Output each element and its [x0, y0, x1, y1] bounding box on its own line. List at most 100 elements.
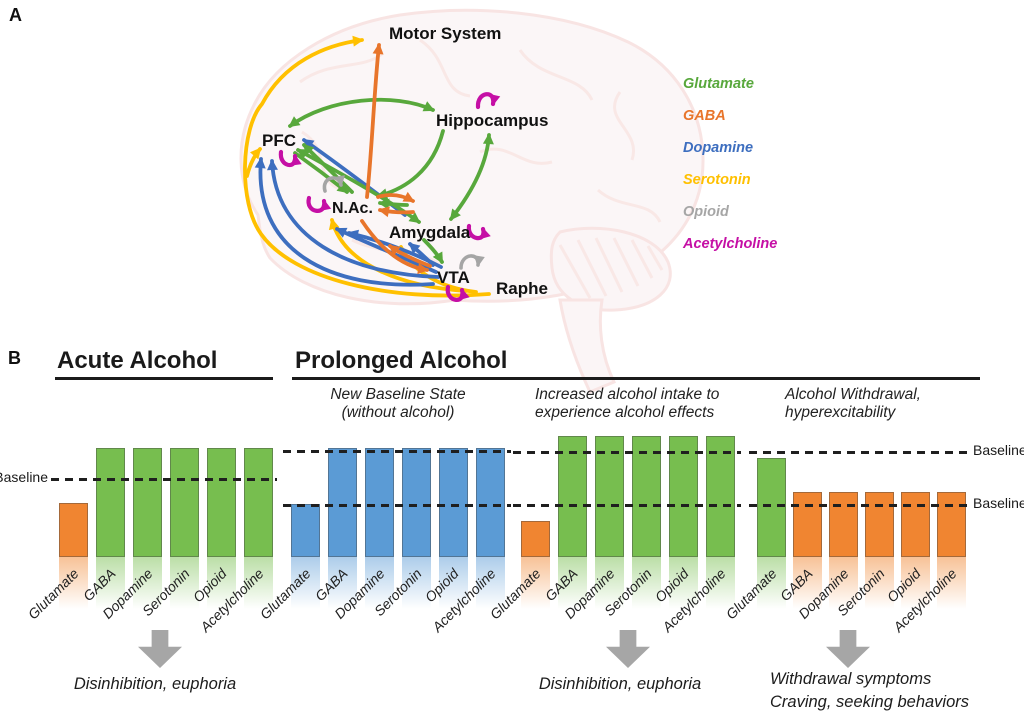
- self-loop-vta-arrow: [459, 254, 485, 270]
- bar-opioid: [669, 436, 698, 557]
- pathway-amygdala-nac-arrow: [378, 198, 409, 210]
- pathway-nac-amygdala-arrow: [376, 191, 415, 203]
- pathway-hippocampus-amygdala-arrow: [449, 133, 494, 221]
- bar-acetylcholine: [244, 448, 273, 557]
- subtitle-increased-intake: Increased alcohol intake to experience a…: [535, 386, 745, 421]
- baseline-dashed-line: [513, 504, 741, 507]
- pathway-vta-amygdala-arrow: [408, 242, 435, 267]
- bar-reflection: [207, 557, 236, 609]
- bar-dopamine: [133, 448, 162, 557]
- region-label-hippocampus: Hippocampus: [436, 111, 549, 130]
- bar-dopamine: [365, 448, 394, 557]
- bar-dopamine: [829, 492, 858, 557]
- baseline-label: Baseline: [973, 495, 1024, 511]
- annotation-disinhibition-1: Disinhibition, euphoria: [73, 675, 237, 693]
- region-label-amygdala: Amygdala: [389, 223, 471, 242]
- pathway-amygdala-nac-arrow: [378, 206, 415, 218]
- brain-diagram: [239, 8, 705, 394]
- subtitle-line: hyperexcitability: [785, 403, 896, 421]
- bar-glutamate: [59, 503, 88, 557]
- acetylcholine-pathways: [278, 92, 501, 302]
- annotation-line: Craving, seeking behaviors: [770, 693, 970, 711]
- legend-item-acetylcholine: Acetylcholine: [683, 236, 778, 252]
- baseline-dashed-line: [283, 450, 511, 453]
- self-loop-amygdala-arrow: [466, 223, 491, 241]
- baseline-dashed-line: [749, 504, 969, 507]
- legend-item-gaba: GABA: [683, 108, 726, 124]
- bar-reflection: [170, 557, 199, 609]
- subtitle-new-baseline: New Baseline State (without alcohol): [300, 386, 496, 421]
- bar-serotonin: [170, 448, 199, 557]
- pathway-raphe-pfc-arrow: [245, 147, 262, 178]
- prolonged-alcohol-title: Prolonged Alcohol: [295, 347, 508, 374]
- region-label-motor-system: Motor System: [389, 24, 502, 43]
- bar-reflection: [865, 557, 894, 609]
- baseline-dashed-line: [283, 504, 511, 507]
- bar-reflection: [757, 557, 786, 609]
- legend-item-glutamate: Glutamate: [683, 76, 754, 92]
- acute-alcohol-underline: [55, 377, 273, 380]
- self-loop-pfc-arrow: [278, 149, 302, 167]
- bar-acetylcholine: [476, 448, 505, 557]
- subtitle-line: Alcohol Withdrawal,: [785, 386, 921, 403]
- self-loop-vta-arrow: [445, 284, 470, 302]
- legend-item-opioid: Opioid: [683, 204, 729, 220]
- bar-opioid: [207, 448, 236, 557]
- baseline-label: Baseline: [973, 442, 1024, 458]
- prolonged-alcohol-underline: [292, 377, 980, 380]
- bar-reflection: [558, 557, 587, 609]
- bar-reflection: [901, 557, 930, 609]
- legend-item-dopamine: Dopamine: [683, 140, 754, 156]
- baseline-dashed-line: [51, 478, 277, 481]
- self-loop-nac-arrow: [322, 175, 345, 193]
- bar-reflection: [402, 557, 431, 609]
- subtitle-line: (without alcohol): [341, 403, 455, 421]
- opioid-pathways: [322, 175, 485, 270]
- pathway-nac-vta-arrow: [360, 219, 429, 275]
- annotation-withdrawal: Withdrawal symptoms Craving, seeking beh…: [770, 668, 1000, 714]
- bar-reflection: [706, 557, 735, 609]
- pathway-vta-pfc-arrow: [266, 159, 440, 279]
- gaba-pathways: [360, 43, 432, 275]
- bar-glutamate: [757, 458, 786, 557]
- baseline-label: Baseline: [0, 469, 48, 485]
- pathway-nac-motor-arrow: [365, 43, 384, 199]
- bar-reflection: [133, 557, 162, 609]
- subtitle-withdrawal: Alcohol Withdrawal, hyperexcitability: [785, 386, 965, 421]
- subtitle-line: New Baseline State: [330, 386, 466, 403]
- panel-b-label: B: [8, 348, 21, 368]
- baseline-dashed-line: [749, 451, 969, 454]
- bar-reflection: [96, 557, 125, 609]
- acute-alcohol-title: Acute Alcohol: [57, 347, 218, 374]
- region-label-raphe: Raphe: [496, 279, 548, 298]
- pathway-raphe-motor-arrow: [243, 35, 491, 298]
- annotation-line: Withdrawal symptoms: [770, 670, 932, 688]
- bar-reflection: [937, 557, 966, 609]
- subtitle-line: Increased alcohol intake to: [535, 386, 720, 403]
- bar-reflection: [365, 557, 394, 609]
- bar-dopamine: [595, 436, 624, 557]
- subtitle-line: experience alcohol effects: [535, 403, 715, 421]
- bar-reflection: [328, 557, 357, 609]
- bar-reflection: [521, 557, 550, 609]
- pathway-vta-pfc-arrow: [254, 157, 435, 287]
- bar-opioid: [439, 448, 468, 557]
- region-label-vta: VTA: [437, 268, 470, 287]
- bar-gaba: [793, 492, 822, 557]
- down-arrow-icon: [138, 630, 182, 668]
- bar-gaba: [96, 448, 125, 557]
- bar-reflection: [59, 557, 88, 609]
- pathway-vta-nac-arrow: [388, 244, 432, 268]
- pathway-pfc-hippocampus-arrow: [288, 97, 435, 128]
- bar-reflection: [595, 557, 624, 609]
- bar-reflection: [632, 557, 661, 609]
- bar-acetylcholine: [706, 436, 735, 557]
- baseline-dashed-line: [513, 451, 741, 454]
- bar-reflection: [476, 557, 505, 609]
- self-loop-hippocampus-arrow: [475, 92, 501, 110]
- bar-glutamate: [521, 521, 550, 557]
